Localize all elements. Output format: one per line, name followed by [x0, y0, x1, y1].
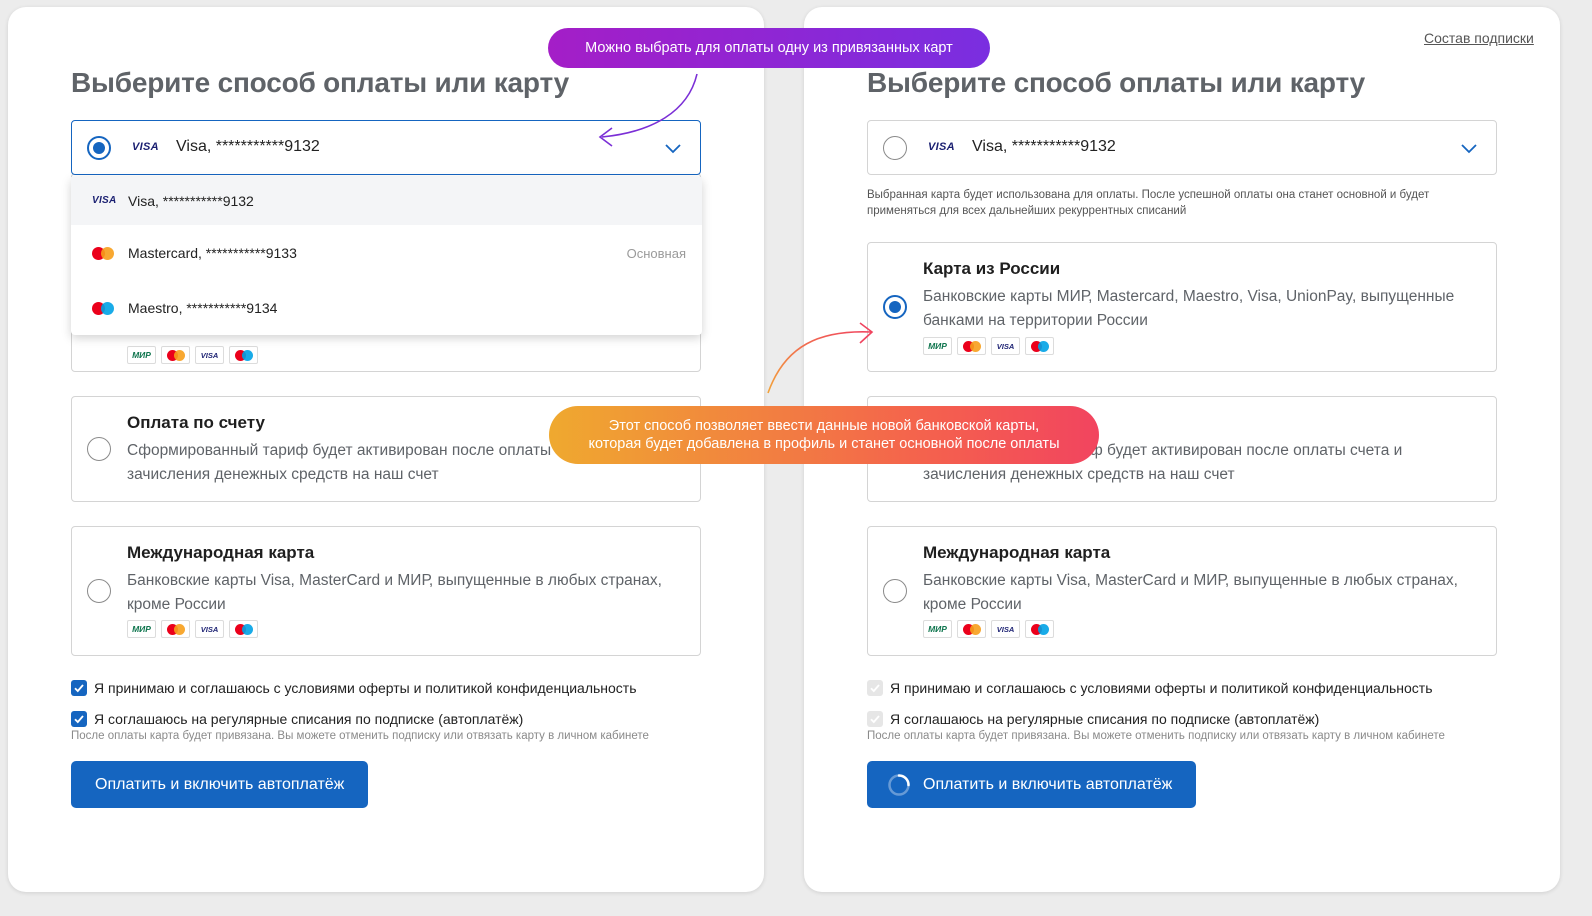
- checkmark-icon: [74, 684, 84, 693]
- offer-checkbox[interactable]: [71, 680, 87, 696]
- callout-text-line1: Этот способ позволяет ввести данные ново…: [608, 418, 1040, 434]
- autopay-note: После оплаты карта будет привязана. Вы м…: [71, 730, 649, 742]
- method-title: Международная карта: [127, 543, 315, 562]
- method-desc-line2: зачисления денежных средств на наш счет: [127, 466, 439, 483]
- page-title: Выберите способ оплаты или карту: [867, 67, 1366, 98]
- method-card-russia[interactable]: Карта из России Банковские карты МИР, Ma…: [867, 242, 1497, 372]
- offer-label: Я принимаю и соглашаюсь с условиями офер…: [890, 680, 1433, 696]
- chevron-down-icon[interactable]: [664, 139, 682, 157]
- mastercard-logo-icon: [957, 620, 986, 638]
- method-desc: Банковские карты МИР, Mastercard, Maestr…: [923, 288, 1455, 329]
- dropdown-item-label: Visa, ***********9132: [128, 193, 254, 209]
- callout-new-card: Этот способ позволяет ввести данные ново…: [549, 406, 1099, 464]
- method-radio-russia[interactable]: [883, 295, 907, 319]
- chevron-down-icon[interactable]: [1460, 139, 1478, 157]
- autopay-label: Я соглашаюсь на регулярные списания по п…: [890, 711, 1320, 727]
- mastercard-logo-icon: [957, 337, 986, 355]
- mir-logo-icon: МИР: [923, 620, 952, 638]
- card-select[interactable]: VISA Visa, ***********9132: [71, 120, 701, 175]
- card-select-radio[interactable]: [883, 136, 907, 160]
- method-desc: Банковские карты Visa, MasterCard и МИР,…: [127, 572, 662, 613]
- visa-logo-icon: VISA: [195, 620, 224, 638]
- visa-logo-icon: VISA: [991, 620, 1020, 638]
- mir-logo-icon: МИР: [127, 346, 156, 364]
- method-card-international[interactable]: Международная карта Банковские карты Vis…: [71, 526, 701, 656]
- dropdown-item-label: Maestro, ***********9134: [128, 300, 278, 316]
- card-logos: МИР VISA: [923, 620, 1054, 638]
- method-radio-invoice[interactable]: [87, 437, 111, 461]
- primary-badge: Основная: [626, 246, 686, 261]
- card-logos: МИР VISA: [127, 620, 258, 638]
- method-title: Карта из России: [923, 259, 1061, 278]
- mastercard-logo-icon: [161, 346, 190, 364]
- visa-logo-icon: VISA: [92, 195, 117, 206]
- method-card-international[interactable]: Международная карта Банковские карты Vis…: [867, 526, 1497, 656]
- method-desc: Банковские карты Visa, MasterCard и МИР,…: [923, 572, 1458, 613]
- maestro-logo-icon: [1025, 620, 1054, 638]
- callout-text-line2: которая будет добавлена в профиль и стан…: [588, 436, 1060, 452]
- autopay-checkbox[interactable]: [867, 711, 883, 727]
- checkmark-icon: [870, 715, 880, 724]
- autopay-checkbox[interactable]: [71, 711, 87, 727]
- card-select-value: Visa, ***********9132: [972, 138, 1116, 155]
- card-logos: МИР VISA: [127, 346, 258, 364]
- visa-logo-icon: VISA: [195, 346, 224, 364]
- visa-logo-icon: VISA: [132, 141, 159, 153]
- mir-logo-icon: МИР: [127, 620, 156, 638]
- offer-label: Я принимаю и соглашаюсь с условиями офер…: [94, 680, 637, 696]
- offer-checkbox[interactable]: [867, 680, 883, 696]
- dropdown-item-maestro[interactable]: Maestro, ***********9134: [71, 284, 702, 332]
- card-logos: МИР VISA: [923, 337, 1054, 355]
- method-desc-line1: ф будет активирован после оплаты счета и: [1090, 442, 1403, 459]
- visa-logo-icon: VISA: [928, 141, 955, 153]
- maestro-logo-icon: [92, 302, 114, 315]
- card-select-value: Visa, ***********9132: [176, 138, 320, 155]
- callout-select-card: Можно выбрать для оплаты одну из привяза…: [548, 28, 990, 68]
- mastercard-logo-icon: [161, 620, 190, 638]
- page-title: Выберите способ оплаты или карту: [71, 67, 570, 98]
- mir-logo-icon: МИР: [923, 337, 952, 355]
- subscription-contents-link[interactable]: Состав подписки: [1424, 30, 1534, 46]
- mastercard-logo-icon: [92, 247, 114, 260]
- pay-button-loading[interactable]: Оплатить и включить автоплатёж: [867, 761, 1197, 808]
- card-select-radio[interactable]: [87, 136, 111, 160]
- dropdown-item-visa[interactable]: VISA Visa, ***********9132: [71, 177, 702, 225]
- method-radio-international[interactable]: [883, 579, 907, 603]
- card-select-hint: Выбранная карта будет использована для о…: [867, 189, 1430, 217]
- method-title: Международная карта: [923, 543, 1111, 562]
- maestro-logo-icon: [229, 346, 258, 364]
- card-dropdown: VISA Visa, ***********9132 Mastercard, *…: [71, 177, 702, 335]
- autopay-label: Я соглашаюсь на регулярные списания по п…: [94, 711, 524, 727]
- callout-text: Можно выбрать для оплаты одну из привяза…: [585, 40, 953, 56]
- right-panel: Состав подписки Выберите способ оплаты и…: [804, 7, 1560, 892]
- method-title: Оплата по счету: [127, 413, 265, 432]
- maestro-logo-icon: [1025, 337, 1054, 355]
- loading-spinner-icon: [888, 773, 910, 796]
- checkmark-icon: [870, 684, 880, 693]
- dropdown-item-label: Mastercard, ***********9133: [128, 245, 297, 261]
- pay-button[interactable]: Оплатить и включить автоплатёж: [71, 761, 369, 808]
- checkmark-icon: [74, 715, 84, 724]
- method-radio-international[interactable]: [87, 579, 111, 603]
- method-desc-line2: зачисления денежных средств на наш счет: [923, 466, 1235, 483]
- visa-logo-icon: VISA: [991, 337, 1020, 355]
- dropdown-item-mastercard[interactable]: Mastercard, ***********9133 Основная: [71, 229, 702, 277]
- method-desc-line1: Сформированный тариф будет активирован п…: [127, 442, 552, 459]
- autopay-note: После оплаты карта будет привязана. Вы м…: [867, 730, 1445, 742]
- pay-button-label: Оплатить и включить автоплатёж: [923, 775, 1173, 793]
- card-select[interactable]: VISA Visa, ***********9132: [867, 120, 1497, 175]
- maestro-logo-icon: [229, 620, 258, 638]
